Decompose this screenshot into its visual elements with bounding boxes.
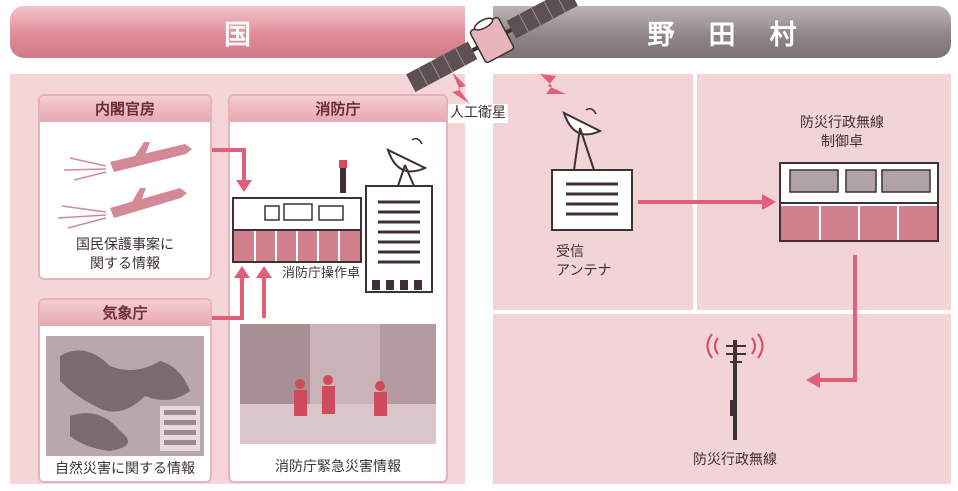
- cabinet-title: 内閣官房: [40, 96, 210, 122]
- disaster-photo: [240, 324, 436, 444]
- radio-label: 防災行政無線: [693, 452, 777, 468]
- fire-agency-title: 消防庁: [230, 96, 446, 122]
- cabinet-caption-line2: 関する情報: [90, 256, 160, 272]
- national-header: 国: [10, 6, 465, 58]
- meteorological-caption: 自然災害に関する情報: [55, 461, 195, 477]
- missile-icon: [57, 142, 192, 229]
- cabinet-caption-line1: 国民保護事案に: [76, 237, 174, 253]
- control-label-line2: 制御卓: [821, 134, 863, 150]
- fire-photo-caption: 消防庁緊急災害情報: [275, 459, 401, 475]
- satellite-label: 人工衛星: [448, 104, 508, 123]
- fire-console-label: 消防庁操作卓: [282, 266, 361, 281]
- cabinet-card: 内閣官房 国民保護事案に 関する情報: [38, 94, 212, 280]
- antenna-label-line1: 受信: [556, 244, 584, 260]
- fire-agency-card: 消防庁 消防庁操作卓 消防庁緊急災害情報: [228, 94, 448, 483]
- weather-map-image: [46, 336, 204, 456]
- national-header-label: 国: [224, 19, 251, 51]
- village-cell-radio: [493, 314, 951, 484]
- village-header: 野田村: [493, 6, 951, 58]
- meteorological-title: 気象庁: [40, 300, 210, 326]
- antenna-label-line2: アンテナ: [556, 263, 612, 279]
- village-cell-control: [697, 74, 951, 310]
- village-header-label: 野田村: [647, 19, 831, 51]
- meteorological-card: 気象庁 自然災害に関する情報: [38, 298, 212, 483]
- control-label-line1: 防災行政無線: [800, 115, 884, 131]
